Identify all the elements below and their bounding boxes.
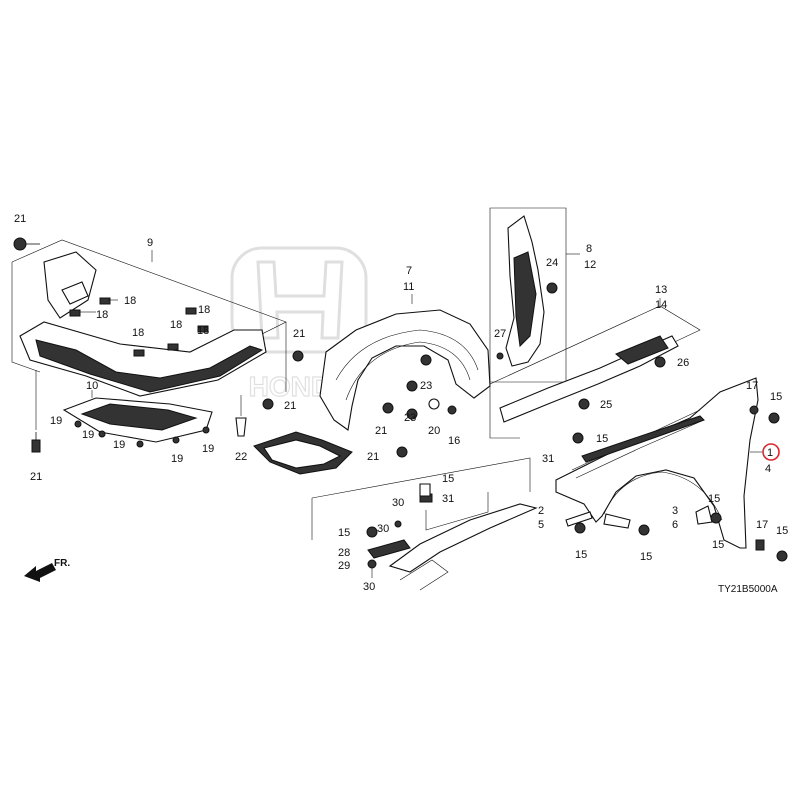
callout-18: 18 [198, 304, 210, 316]
callout-21: 21 [14, 213, 26, 225]
callout-29: 29 [338, 560, 350, 572]
callout-15: 15 [442, 473, 454, 485]
callout-11: 11 [403, 281, 414, 293]
fender-group [555, 377, 788, 562]
callout-18: 18 [96, 309, 108, 321]
callout-18: 18 [124, 295, 136, 307]
callout-22: 22 [235, 451, 247, 463]
direction-label: FR. [54, 558, 70, 569]
callout-28: 28 [338, 547, 350, 559]
highlight-circle [762, 443, 780, 461]
callout-19: 19 [171, 453, 183, 465]
callout-31: 31 [542, 453, 554, 465]
callout-23: 23 [420, 380, 432, 392]
callout-15: 15 [770, 391, 782, 403]
callout-17: 17 [746, 380, 758, 392]
callout-21: 21 [284, 400, 296, 412]
callout-21: 21 [375, 425, 387, 437]
callout-2: 2 [538, 505, 544, 517]
callout-15: 15 [708, 493, 720, 505]
callout-21: 21 [293, 328, 305, 340]
callout-15: 15 [575, 549, 587, 561]
callout-15: 15 [640, 551, 652, 563]
callout-31: 31 [442, 493, 454, 505]
callout-24: 24 [546, 257, 558, 269]
callout-18: 18 [197, 325, 209, 337]
callout-14: 14 [655, 299, 667, 311]
callout-18: 18 [132, 327, 144, 339]
callout-labels: 21 9 18 18 18 18 18 18 10 19 19 19 19 19… [14, 213, 788, 593]
callout-19: 19 [113, 439, 125, 451]
callout-4: 4 [765, 463, 771, 475]
callout-9: 9 [147, 237, 153, 249]
undercover-group [11, 237, 287, 453]
callout-21: 21 [30, 471, 42, 483]
callout-19: 19 [50, 415, 62, 427]
callout-6: 6 [672, 519, 678, 531]
callout-21: 21 [367, 451, 379, 463]
callout-30: 30 [377, 523, 389, 535]
inner-fender-group [253, 294, 491, 475]
callout-19: 19 [82, 429, 94, 441]
callout-26: 26 [677, 357, 689, 369]
rail-group-13-14 [489, 298, 701, 444]
callout-7: 7 [406, 265, 412, 277]
callout-13: 13 [655, 284, 667, 296]
callout-23: 23 [404, 412, 416, 424]
diagram-code: TY21B5000A [718, 584, 778, 595]
callout-16: 16 [448, 435, 460, 447]
callout-15: 15 [338, 527, 350, 539]
bracket-group-8-12 [489, 207, 580, 383]
sill-detail-group [311, 457, 538, 591]
callout-30: 30 [392, 497, 404, 509]
callout-20: 20 [428, 425, 440, 437]
callout-1: 1 [767, 447, 773, 459]
callout-8: 8 [586, 243, 592, 255]
callout-12: 12 [584, 259, 596, 271]
callout-17: 17 [756, 519, 768, 531]
callout-27: 27 [494, 328, 506, 340]
callout-3: 3 [672, 505, 678, 517]
callout-15: 15 [596, 433, 608, 445]
callout-18: 18 [170, 319, 182, 331]
callout-19: 19 [202, 443, 214, 455]
callout-10: 10 [86, 380, 98, 392]
direction-arrow: FR. [24, 558, 70, 582]
callout-15: 15 [776, 525, 788, 537]
callout-25: 25 [600, 399, 612, 411]
callout-30: 30 [363, 581, 375, 593]
callout-15: 15 [712, 539, 724, 551]
callout-5: 5 [538, 519, 544, 531]
